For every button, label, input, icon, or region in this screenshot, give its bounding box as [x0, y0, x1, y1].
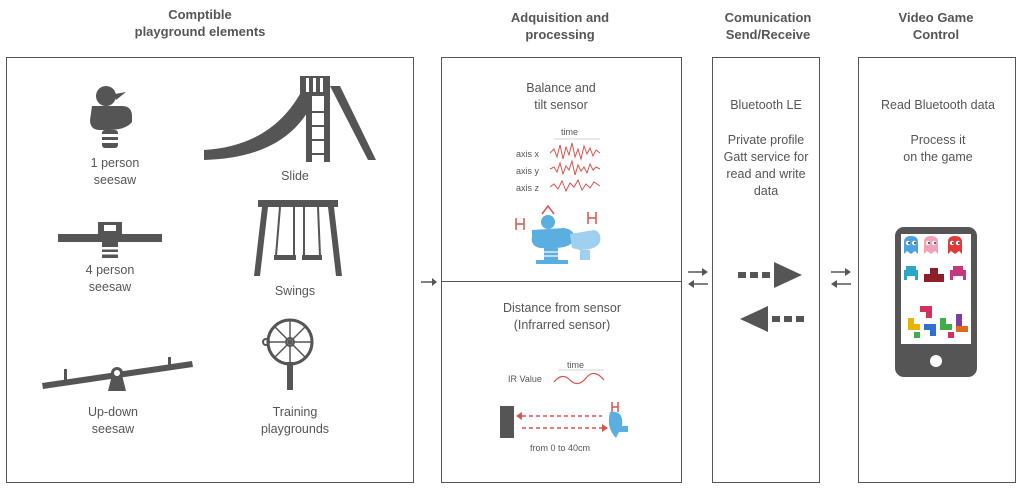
bird-sensor-illustration [515, 204, 601, 264]
axis-y-label: axis y [516, 166, 540, 176]
label-slide: Slide [281, 169, 309, 183]
rocking-bird-icon [90, 86, 132, 148]
flow-arrows-acquisition-communication [688, 268, 708, 288]
label-training-playgrounds: Training playgrounds [260, 405, 330, 436]
panel-communication [712, 57, 820, 483]
ir-distance-illustration [500, 402, 628, 438]
heading-control: Video Game Control [898, 10, 974, 42]
heading-communication: Comunication Send/Receive [724, 10, 812, 42]
panel-acquisition [441, 57, 682, 483]
label-up-down-seesaw: Up-down seesaw [87, 405, 139, 436]
panel-elements [6, 57, 414, 483]
protocol-label: Bluetooth LE [730, 98, 802, 112]
accelerometer-signals [549, 138, 601, 193]
axis-z-label: axis z [516, 183, 540, 193]
ir-value-label: IR Value [508, 374, 542, 384]
accel-time-label: time [561, 127, 579, 137]
smartphone-game-icon [895, 227, 977, 377]
training-wheel-icon [262, 318, 314, 390]
swings-icon [254, 200, 342, 276]
ir-time-label: time [567, 360, 585, 370]
range-label: from 0 to 40cm [530, 443, 591, 453]
up-down-seesaw-icon [42, 357, 193, 391]
receive-arrow-icon [740, 306, 804, 332]
ir-signal [553, 369, 605, 385]
send-arrow-icon [738, 262, 802, 288]
acquisition-divider [441, 281, 682, 282]
label-swings: Swings [274, 284, 316, 298]
label-1-person-seesaw: 1 person seesaw [90, 156, 140, 187]
heading-acquisition: Adquisition and processing [510, 10, 610, 42]
balance-sensor-title: Balance and tilt sensor [526, 81, 596, 112]
label-4-person-seesaw: 4 person seesaw [85, 263, 135, 294]
flow-arrows-communication-control [831, 268, 851, 288]
gatt-profile-text: Private profile Gatt service for read an… [723, 133, 809, 198]
process-game-text: Process it on the game [903, 133, 973, 164]
flow-arrow-to-acquisition [421, 278, 437, 286]
distance-sensor-title: Distance from sensor (Infrarred sensor) [502, 301, 622, 332]
axis-x-label: axis x [516, 149, 540, 159]
read-bluetooth-text: Read Bluetooth data [881, 98, 995, 112]
heading-elements: Comptible playground elements [134, 7, 266, 39]
four-person-seesaw-icon [58, 222, 162, 258]
slide-icon [204, 76, 376, 162]
